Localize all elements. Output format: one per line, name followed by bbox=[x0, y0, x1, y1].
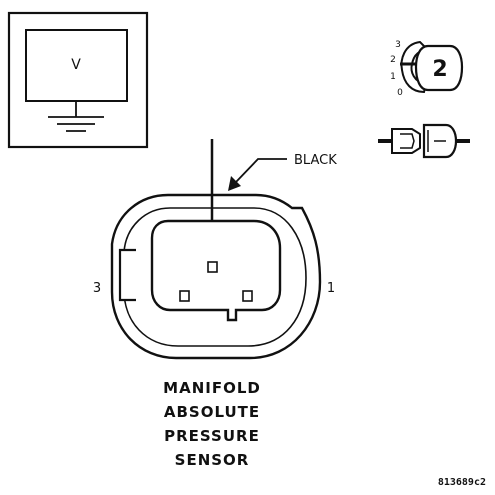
component-name-line: ABSOLUTE bbox=[164, 403, 260, 421]
terminal-pin-1 bbox=[242, 290, 253, 302]
terminal-label-right: 1 bbox=[327, 281, 335, 296]
component-name-line: PRESSURE bbox=[164, 427, 260, 445]
terminal-pin-2 bbox=[207, 261, 218, 273]
rotary-knob-cap bbox=[414, 44, 464, 92]
connector-inner-contour bbox=[123, 207, 307, 347]
connector-outer-housing bbox=[110, 193, 322, 360]
ground-symbol-icon bbox=[48, 101, 104, 132]
switch-position-label: 1 bbox=[390, 72, 396, 82]
wire-color-callout bbox=[228, 158, 287, 191]
wire-color-label: BLACK bbox=[294, 153, 337, 168]
component-name-line: MANIFOLD bbox=[163, 379, 261, 397]
terminal-label-left: 3 bbox=[93, 281, 101, 296]
component-name-line: SENSOR bbox=[175, 451, 250, 469]
voltmeter: V bbox=[7, 11, 149, 149]
meter-display-label: V bbox=[71, 57, 81, 73]
connector-side-view-icon bbox=[378, 123, 470, 159]
selector-switch: 3 2 1 0 2 bbox=[390, 40, 464, 98]
switch-selected-position: 2 bbox=[432, 57, 447, 82]
switch-position-label: 0 bbox=[397, 88, 403, 98]
meter-display bbox=[25, 29, 128, 102]
component-name: MANIFOLD ABSOLUTE PRESSURE SENSOR bbox=[163, 379, 261, 469]
switch-position-label: 2 bbox=[390, 55, 396, 65]
figure-id: 813689c2 bbox=[438, 477, 486, 488]
connector-face bbox=[110, 193, 322, 360]
terminal-pin-3 bbox=[179, 290, 190, 302]
switch-position-label: 3 bbox=[395, 40, 401, 50]
connector-locking-tab bbox=[118, 248, 136, 302]
